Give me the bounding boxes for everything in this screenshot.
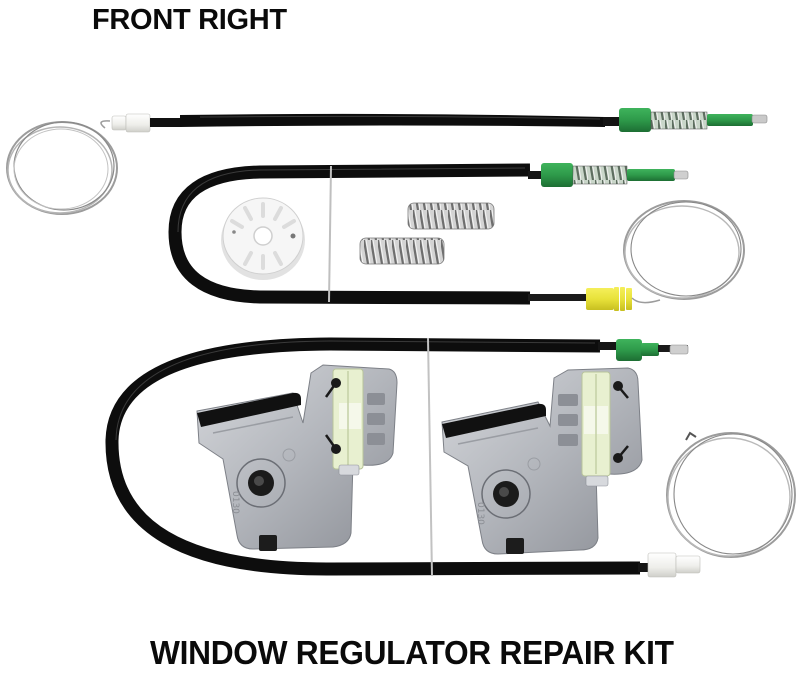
- compression-spring: [359, 237, 445, 265]
- compression-spring: [407, 202, 495, 230]
- green-cable-fitting: [616, 339, 642, 361]
- yellow-cable-fitting: [586, 287, 632, 311]
- middle-u-cable-assembly: [168, 163, 745, 311]
- upper-cable-assembly: [6, 108, 768, 215]
- window-slider-clip-left: 0130: [196, 364, 398, 551]
- kit-position-heading: FRONT RIGHT: [92, 4, 287, 36]
- coiled-steel-cable-left: [6, 120, 118, 215]
- cable-pulley: [221, 197, 305, 280]
- green-cable-fitting: [541, 163, 573, 187]
- window-slider-clip-right: 0130: [441, 367, 643, 555]
- white-cable-end-fitting: [647, 552, 701, 578]
- coiled-steel-cable-middle: [623, 200, 745, 304]
- green-cable-fitting: [619, 108, 651, 132]
- black-conduit: [180, 113, 605, 127]
- lower-u-cable-assembly: [105, 337, 796, 578]
- kit-name-caption: WINDOW REGULATOR REPAIR KIT: [150, 634, 674, 671]
- white-cable-end-fitting: [111, 113, 151, 133]
- svg-text:0130: 0130: [230, 491, 240, 514]
- svg-text:0130: 0130: [475, 502, 485, 525]
- coiled-steel-cable-lower: [666, 431, 796, 558]
